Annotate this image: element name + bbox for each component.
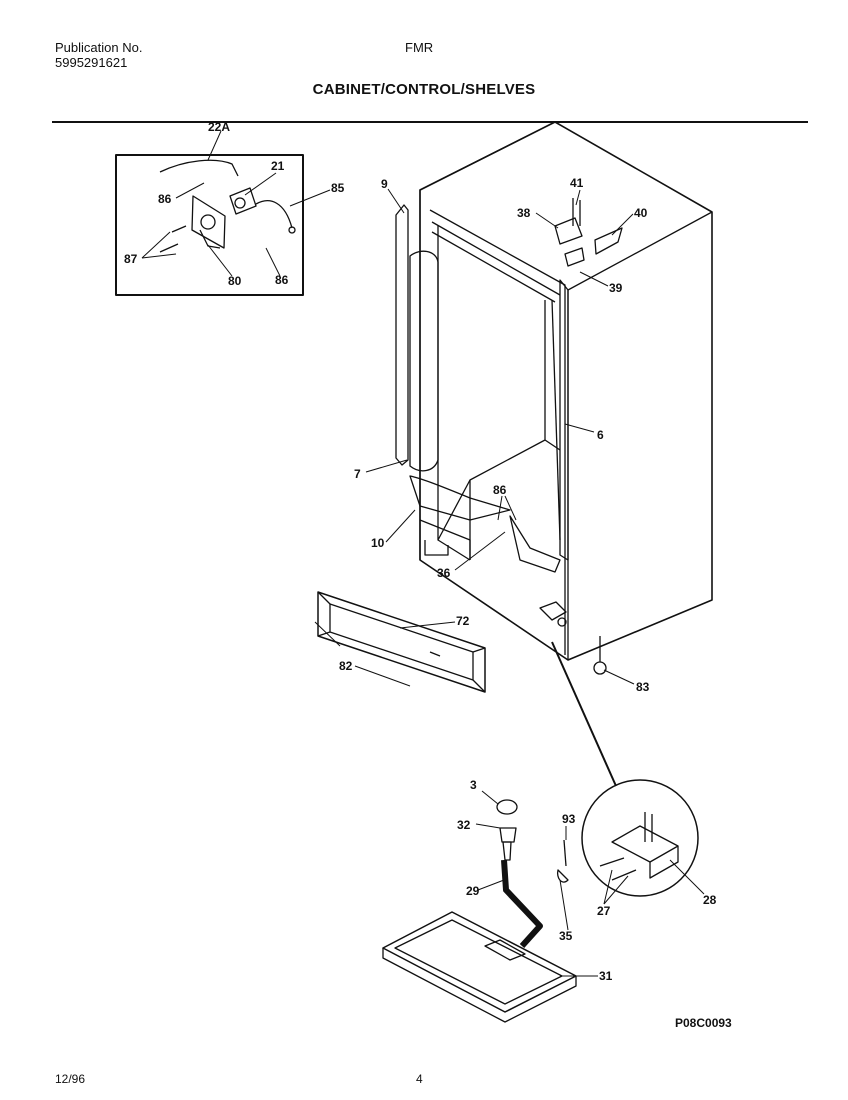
callout-28: 28 <box>703 893 717 907</box>
drain-pan <box>382 911 577 1023</box>
callout-40: 40 <box>634 206 648 220</box>
callout-39: 39 <box>609 281 623 295</box>
cabinet-outline <box>419 121 713 661</box>
drain-tube <box>501 859 543 949</box>
callout-83: 83 <box>636 680 650 694</box>
callout-41: 41 <box>570 176 584 190</box>
control-bracket <box>191 195 226 249</box>
page-number: 4 <box>416 1072 423 1086</box>
callout-7: 7 <box>354 467 361 481</box>
callout-87: 87 <box>124 252 138 266</box>
drain-parts <box>496 799 569 949</box>
control-inset <box>115 154 304 296</box>
callout-86-inset-bottom: 86 <box>275 273 289 287</box>
footer-date: 12/96 <box>55 1072 86 1086</box>
callout-35: 35 <box>559 929 573 943</box>
callout-29: 29 <box>466 884 480 898</box>
publication-number: 5995291621 <box>55 55 128 70</box>
callout-3: 3 <box>470 778 477 792</box>
publication-label: Publication No. <box>55 40 143 55</box>
drain-plug <box>496 799 518 815</box>
callout-82: 82 <box>339 659 353 673</box>
breaker-strip-7 <box>409 250 439 472</box>
thermostat-control <box>229 187 257 215</box>
callout-31: 31 <box>599 969 613 983</box>
cabinet <box>419 121 713 661</box>
grille <box>317 591 486 693</box>
breaker-strip-left <box>395 204 409 466</box>
leader-lines <box>141 130 705 977</box>
drawing-code: P08C0093 <box>675 1016 732 1030</box>
model-code: FMR <box>405 40 434 55</box>
cabinet-front-edge <box>567 211 713 660</box>
breaker-strip-6 <box>559 279 569 561</box>
callout-10: 10 <box>371 536 385 550</box>
top-hinge <box>554 198 623 267</box>
door-strips <box>395 204 569 573</box>
callout-86-inset-top: 86 <box>158 192 172 206</box>
callout-6: 6 <box>597 428 604 442</box>
capillary-tube <box>159 159 239 177</box>
callout-9: 9 <box>381 177 388 191</box>
drain-trough-36 <box>509 515 561 573</box>
inset-frame <box>115 154 304 296</box>
callout-labels: 22A 21 85 86 87 80 86 9 41 38 40 39 6 7 … <box>124 120 717 983</box>
callout-80: 80 <box>228 274 242 288</box>
callout-72: 72 <box>456 614 470 628</box>
hinge-detail <box>581 779 699 897</box>
callout-38: 38 <box>517 206 531 220</box>
bottom-hinge <box>539 601 607 675</box>
callout-36: 36 <box>437 566 451 580</box>
callout-27: 27 <box>597 904 611 918</box>
callout-93: 93 <box>562 812 576 826</box>
control-knob-shaft <box>255 200 293 229</box>
breaker-strip-10 <box>409 475 511 521</box>
cabinet-liner <box>437 225 546 541</box>
page-title: CABINET/CONTROL/SHELVES <box>312 81 536 98</box>
callout-22A: 22A <box>208 120 230 134</box>
callout-86-cabinet: 86 <box>493 483 507 497</box>
callout-32: 32 <box>457 818 471 832</box>
hinge-detail-leader <box>551 641 617 787</box>
callout-21: 21 <box>271 159 285 173</box>
callout-85: 85 <box>331 181 345 195</box>
header-rule <box>52 121 808 123</box>
